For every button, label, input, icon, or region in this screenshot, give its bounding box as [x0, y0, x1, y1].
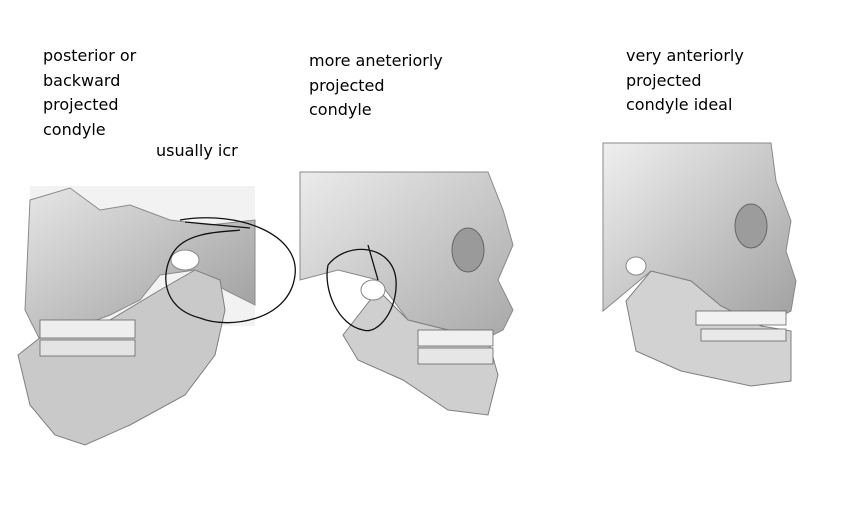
- caption-posterior-condyle: posterior or backward projected condyle: [43, 46, 137, 139]
- lower-teeth: [700, 328, 787, 342]
- condyle: [170, 249, 200, 271]
- condyle: [625, 256, 647, 276]
- upper-teeth: [39, 319, 136, 339]
- lower-teeth: [417, 347, 494, 365]
- mandible-bone: [625, 270, 792, 387]
- skull-image-posterior-condyle: [17, 186, 296, 446]
- caption-anterior-condyle: more aneteriorly projected condyle: [309, 51, 443, 119]
- caption-usually-icr: usually icr: [156, 141, 238, 160]
- hand-drawn-circle: [326, 244, 397, 332]
- lower-teeth: [39, 339, 136, 357]
- hand-drawn-circle: [165, 217, 296, 324]
- mandible-bone: [17, 269, 226, 446]
- condyle: [360, 279, 386, 301]
- caption-very-anterior-condyle: very anteriorly projected condyle ideal: [626, 46, 744, 114]
- orbit: [734, 203, 768, 249]
- skull-image-anterior-condyle: [299, 171, 514, 416]
- upper-teeth: [417, 329, 494, 347]
- orbit: [451, 227, 485, 273]
- skull-image-very-anterior-condyle: [602, 142, 797, 387]
- upper-teeth: [695, 310, 787, 326]
